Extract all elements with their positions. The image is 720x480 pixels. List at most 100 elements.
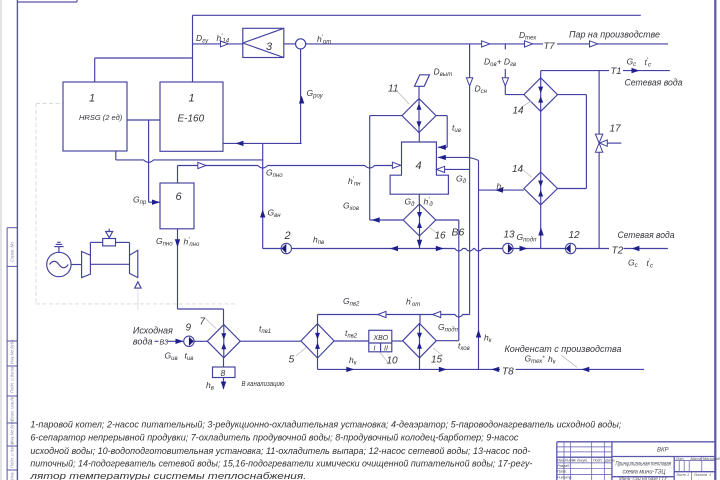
svg-text:Dгу: Dгу xyxy=(196,33,209,45)
svg-text:Gс: Gс xyxy=(627,57,637,69)
svg-text:5: 5 xyxy=(289,354,295,366)
svg-text:В3: В3 xyxy=(160,339,169,346)
svg-text:tив: tив xyxy=(185,351,194,363)
svg-text:hпв: hпв xyxy=(313,235,324,247)
svg-text:15: 15 xyxy=(431,355,443,366)
svg-text:Gпр: Gпр xyxy=(133,195,147,207)
svg-text:Dов+ Dгв: Dов+ Dгв xyxy=(484,57,516,69)
svg-text:10: 10 xyxy=(387,356,399,367)
svg-text:tпв1: tпв1 xyxy=(259,324,271,336)
svg-text:Лист: Лист xyxy=(676,473,686,477)
svg-text:17: 17 xyxy=(610,124,622,135)
svg-text:t′с: t′с xyxy=(645,57,652,69)
svg-text:Подп. и дата: Подп. и дата xyxy=(10,366,15,393)
svg-text:Gхов: Gхов xyxy=(343,201,359,213)
svg-text:hк: hк xyxy=(349,355,358,367)
svg-text:9: 9 xyxy=(186,323,192,334)
svg-text:Инв.No дубл.: Инв.No дубл. xyxy=(10,419,15,444)
svg-text:Инв.No дубл.: Инв.No дубл. xyxy=(10,339,15,364)
svg-text:2: 2 xyxy=(284,230,291,242)
svg-text:hк: hк xyxy=(497,181,506,193)
svg-text:Dсн: Dсн xyxy=(475,84,488,96)
svg-text:tпв2: tпв2 xyxy=(345,328,358,340)
svg-text:8: 8 xyxy=(221,368,226,378)
svg-text:hк: hк xyxy=(548,354,557,366)
svg-text:3: 3 xyxy=(266,41,273,53)
svg-text:1: 1 xyxy=(89,93,95,105)
svg-text:h′от: h′от xyxy=(317,34,331,46)
svg-text:Справ. No: Справ. No xyxy=(10,241,15,262)
svg-text:1: 1 xyxy=(189,93,195,105)
svg-text:Dтех: Dтех xyxy=(519,30,537,42)
svg-text:16: 16 xyxy=(435,231,447,242)
svg-text:Разраб.: Разраб. xyxy=(557,464,570,468)
svg-text:ВКР: ВКР xyxy=(657,448,669,454)
svg-text:h′от: h′от xyxy=(406,297,420,309)
svg-text:Дата: Дата xyxy=(604,459,614,463)
svg-text:h′д: h′д xyxy=(424,197,434,209)
svg-text:tхов: tхов xyxy=(458,341,470,353)
svg-text:Gд: Gд xyxy=(456,174,467,186)
svg-text:I: I xyxy=(374,346,376,353)
svg-text:14: 14 xyxy=(513,106,525,117)
svg-text:лятор температуры системы тепл: лятор температуры системы теплоснабжения… xyxy=(29,471,306,480)
svg-text:Инв.: Инв. xyxy=(10,471,15,480)
svg-text:13: 13 xyxy=(504,230,516,241)
svg-text:№ докум.: № докум. xyxy=(572,459,588,463)
svg-text:Изм Лист: Изм Лист xyxy=(557,459,574,463)
svg-text:Мини-ТЭЦ на базе ГТУ: Мини-ТЭЦ на базе ГТУ xyxy=(619,476,668,480)
svg-text:Gд: Gд xyxy=(405,197,416,209)
svg-text:Dвыт: Dвыт xyxy=(434,67,453,79)
svg-text:вода: вода xyxy=(133,337,153,348)
svg-text:II: II xyxy=(384,346,388,353)
svg-text:Gтех*: Gтех* xyxy=(525,354,546,366)
svg-text:Масса: Масса xyxy=(691,457,702,461)
svg-text:tив: tив xyxy=(452,123,461,135)
svg-text:HRSG (2 ед): HRSG (2 ед) xyxy=(79,113,123,122)
svg-text:h′пно: h′пно xyxy=(184,237,200,249)
svg-text:Т1: Т1 xyxy=(611,66,622,77)
svg-text:t′с: t′с xyxy=(647,258,654,270)
svg-text:Листов: Листов xyxy=(693,473,707,477)
svg-text:Gив: Gив xyxy=(165,351,178,363)
svg-text:1: 1 xyxy=(687,473,689,477)
svg-text:ХВО: ХВО xyxy=(373,335,389,342)
svg-text:Gподп: Gподп xyxy=(438,322,459,334)
svg-text:Пров.: Пров. xyxy=(557,470,566,474)
svg-text:Т8: Т8 xyxy=(502,367,514,378)
svg-text:исходной воды; 10-водоподготов: исходной воды; 10-водоподготовительная у… xyxy=(30,446,530,456)
svg-text:схема мини-ТЭЦ: схема мини-ТЭЦ xyxy=(623,470,667,476)
svg-text:6: 6 xyxy=(176,191,183,203)
svg-text:Пар на производстве: Пар на производстве xyxy=(569,30,660,41)
svg-text:Gроу: Gроу xyxy=(307,88,324,100)
svg-text:7: 7 xyxy=(200,317,206,328)
svg-text:Gпв2: Gпв2 xyxy=(343,296,360,308)
svg-text:h′пн: h′пн xyxy=(348,176,361,188)
svg-text:Gвн: Gвн xyxy=(268,208,282,220)
svg-text:Gпно: Gпно xyxy=(156,236,173,248)
svg-text:11: 11 xyxy=(388,84,398,95)
svg-text:Принципиальная тепловая: Принципиальная тепловая xyxy=(616,462,672,468)
svg-text:hк: hк xyxy=(484,333,493,345)
svg-text:Подп.: Подп. xyxy=(593,459,603,463)
svg-text:Е-160: Е-160 xyxy=(178,114,205,125)
svg-text:1-паровой котел; 2-насос питат: 1-паровой котел; 2-насос питательный; 3-… xyxy=(30,419,621,429)
svg-text:12: 12 xyxy=(569,230,581,241)
svg-text:1: 1 xyxy=(709,473,711,477)
svg-text:Сетевая вода: Сетевая вода xyxy=(625,78,683,89)
svg-text:питочный; 14-подогреватель сет: питочный; 14-подогреватель сетевой воды;… xyxy=(30,459,532,469)
svg-text:6-сепаратор непрерывной продув: 6-сепаратор непрерывной продувки; 7-охла… xyxy=(30,433,518,443)
svg-text:hв: hв xyxy=(206,380,214,392)
svg-text:14: 14 xyxy=(512,164,524,175)
svg-text:Подп. и дата: Подп. и дата xyxy=(10,441,15,468)
svg-text:h′14: h′14 xyxy=(217,33,230,45)
svg-text:Лит.: Лит. xyxy=(675,457,684,461)
svg-text:Н.контр.: Н.контр. xyxy=(557,475,572,479)
svg-text:4: 4 xyxy=(416,160,422,172)
svg-text:В канализацию: В канализацию xyxy=(242,379,285,388)
svg-text:Сетевая вода: Сетевая вода xyxy=(618,230,675,241)
svg-text:Gс: Gс xyxy=(628,258,638,270)
svg-text:В6: В6 xyxy=(452,227,465,239)
svg-text:Взам. инв.No: Взам. инв.No xyxy=(10,395,15,421)
svg-text:Масштаб: Масштаб xyxy=(703,457,720,461)
